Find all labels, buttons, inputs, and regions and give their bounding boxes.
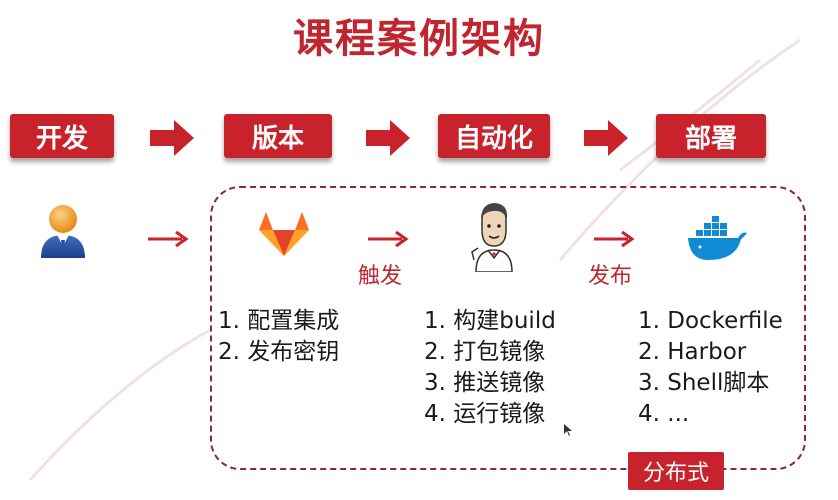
stage-dev: 开发 [10,114,114,158]
arrow-right-icon [366,120,410,156]
page-title: 课程案例架构 [293,16,545,62]
automation-task-list: 1. 构建build 2. 打包镜像 3. 推送镜像 4. 运行镜像 [424,306,556,430]
arrow-right-icon [150,120,194,156]
list-item: 1. 配置集成 [218,308,340,334]
jenkins-icon [471,203,513,272]
cursor-icon [564,424,572,436]
pipeline-group-box [210,186,806,470]
stage-automation: 自动化 [438,114,550,158]
arrow-right-icon [148,230,189,248]
list-item: 4. 运行镜像 [424,401,546,427]
list-item: 3. 推送镜像 [424,370,546,396]
trigger-label: 触发 [358,264,403,289]
list-item: 2. 打包镜像 [424,339,546,365]
arrow-right-icon [594,230,635,248]
list-item: 3. Shell脚本 [638,370,770,396]
distributed-badge: 分布式 [628,452,724,490]
list-item: 1. 构建build [424,308,556,334]
arrow-right-icon [368,230,409,248]
stage-deploy: 部署 [656,114,766,158]
list-item: 1. Dockerfile [638,308,783,334]
docker-icon [688,216,747,260]
arrow-right-icon [584,120,628,156]
version-task-list: 1. 配置集成 2. 发布密钥 [218,306,339,368]
list-item: 2. 发布密钥 [218,339,340,365]
list-item: 4. ... [638,401,690,427]
stage-version: 版本 [224,114,332,158]
gitlab-icon [259,212,309,256]
publish-label: 发布 [588,264,633,289]
deploy-task-list: 1. Dockerfile 2. Harbor 3. Shell脚本 4. ..… [638,306,783,430]
list-item: 2. Harbor [638,339,747,365]
user-icon [41,205,85,258]
